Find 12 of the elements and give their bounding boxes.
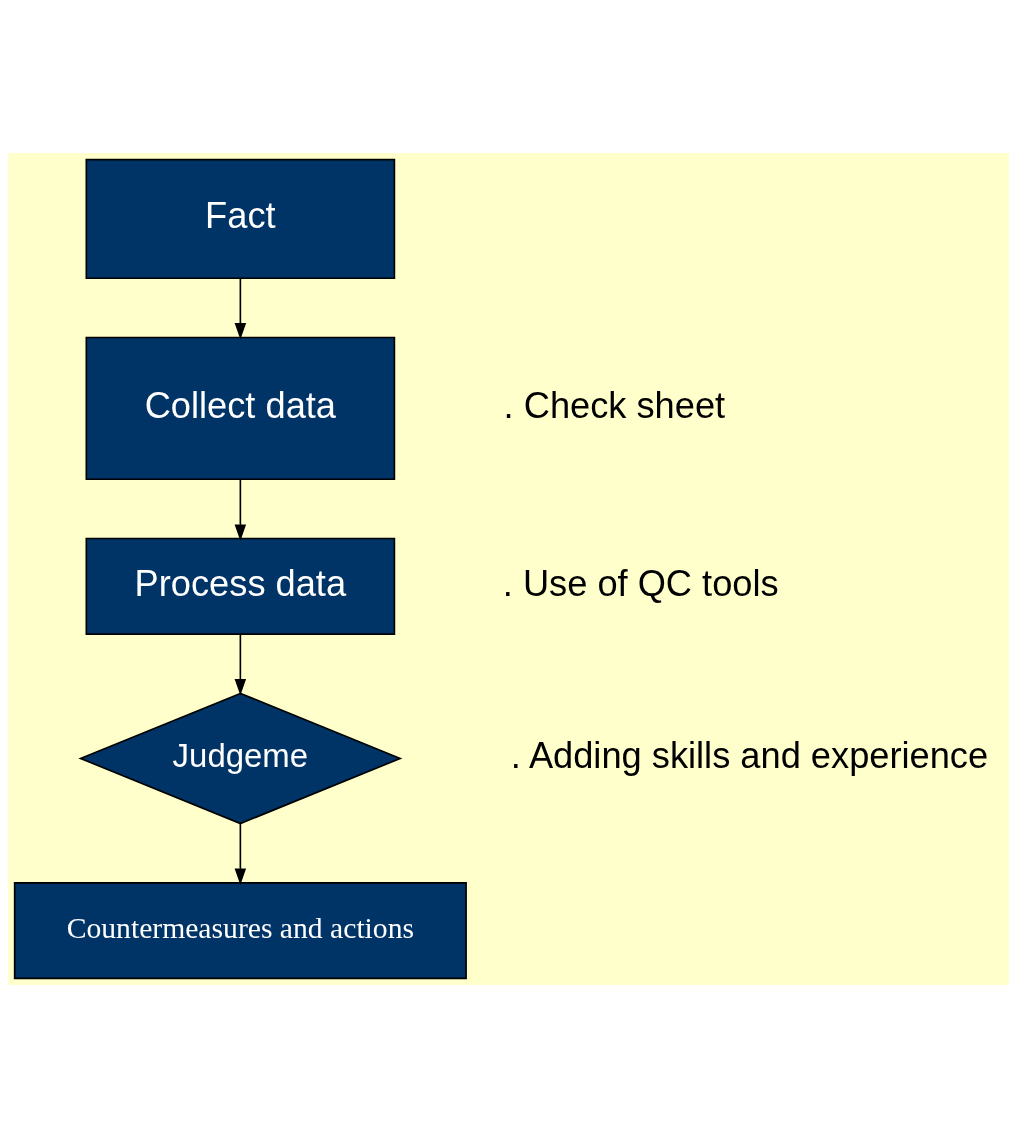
node-diamond: Judgeme <box>78 692 403 824</box>
node-label: . Check sheet <box>503 384 726 426</box>
arrow <box>234 277 247 340</box>
arrow <box>234 632 247 695</box>
node-box: Collect data <box>85 336 396 480</box>
node-box: Process data <box>85 537 396 635</box>
arrow <box>234 822 247 885</box>
node-label: . Use of QC tools <box>502 562 779 604</box>
arrow <box>234 478 247 541</box>
node-label: . Adding skills and experience <box>510 734 989 776</box>
node-box: Fact <box>85 158 396 279</box>
node-box: Countermeasures and actions <box>13 881 467 979</box>
